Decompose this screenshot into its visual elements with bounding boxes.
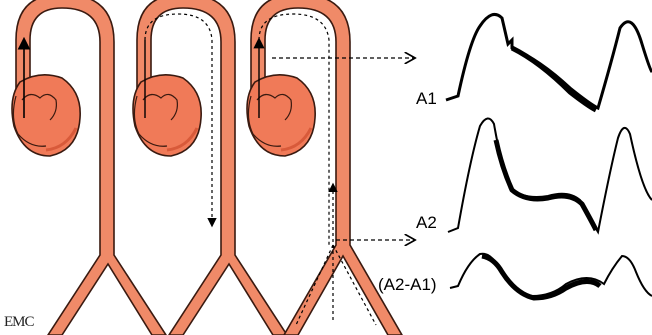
label-a1: A1	[416, 89, 437, 108]
label-difference: (A2-A1)	[378, 275, 437, 294]
heart-2	[133, 75, 201, 156]
flow-branch-left-3	[296, 245, 333, 325]
heart-1	[12, 75, 80, 156]
waveform-a2	[448, 118, 652, 232]
label-a2: A2	[416, 213, 437, 232]
waveform-a1	[446, 14, 652, 110]
emc-logo: EMC	[4, 314, 35, 330]
heart-3	[247, 75, 315, 156]
waveform-diff	[450, 254, 652, 298]
